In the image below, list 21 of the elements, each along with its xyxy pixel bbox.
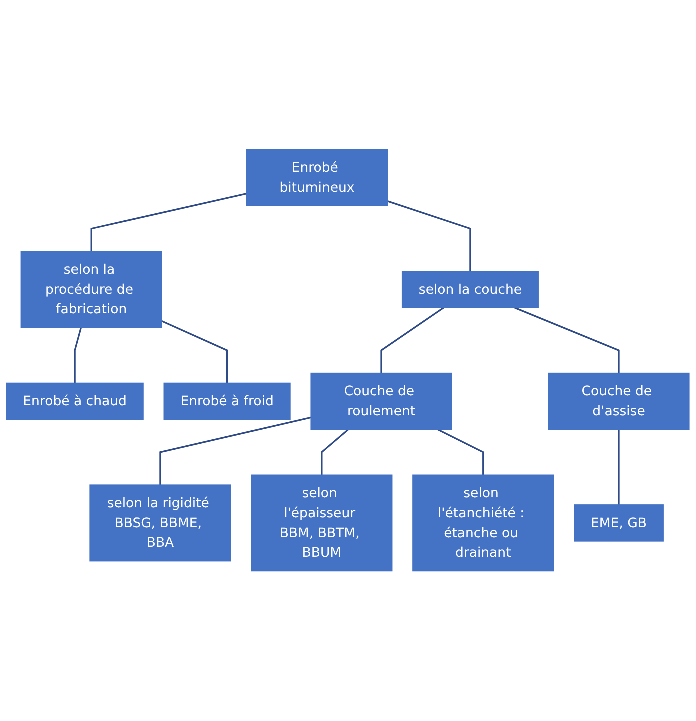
node-box: Couche de roulement [310, 372, 452, 430]
node-box: selon la couche [402, 271, 539, 308]
connector [437, 428, 484, 476]
connector [321, 429, 350, 476]
connector [90, 193, 248, 252]
node-box: selon l'épaisseur BBM, BBTM, BBUM [251, 474, 393, 572]
connector [387, 200, 472, 272]
node-box: Enrobé bitumineux [246, 149, 388, 206]
connector [380, 307, 444, 374]
node-box: Couche de d'assise [548, 372, 690, 430]
connector [162, 320, 228, 384]
node-box: selon la rigidité BBSG, BBME, BBA [90, 484, 232, 562]
node-box: selon l'étanchiété : étanche ou drainant [412, 474, 554, 572]
connector [74, 328, 82, 384]
connector [514, 307, 620, 374]
connector [160, 416, 312, 486]
node-box: EME, GB [574, 504, 664, 542]
node-box: Enrobé à chaud [6, 382, 144, 420]
node-box: selon la procédure de fabrication [20, 251, 162, 328]
node-box: Enrobé à froid [164, 382, 291, 420]
connector [618, 430, 620, 505]
